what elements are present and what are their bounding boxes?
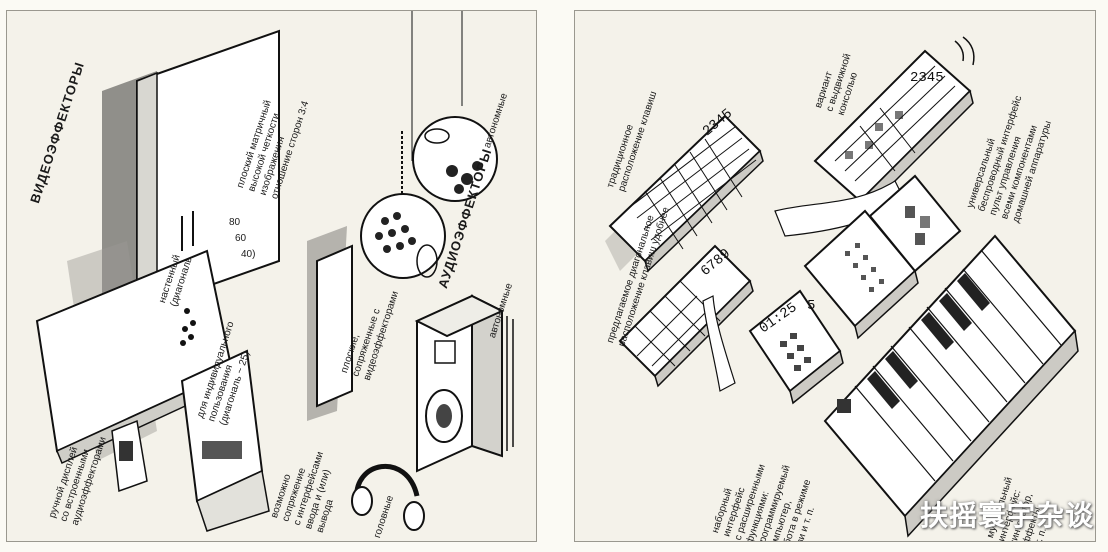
right-illustration: 2345 2345 (605, 36, 1079, 538)
pocket-device (813, 36, 975, 215)
pocket-display: 2345 (910, 70, 944, 86)
handheld-display (111, 419, 148, 493)
diagonal-keypad (618, 244, 754, 388)
small-computer (748, 289, 844, 405)
size-60: 60 (235, 233, 247, 244)
size-80: 80 (229, 217, 241, 228)
watermark: 扶摇寰宇杂谈 (919, 499, 1094, 532)
left-illustration (35, 11, 514, 532)
headphones-icon (351, 464, 425, 531)
size-40: 40) (241, 249, 256, 260)
wall-screen (136, 29, 280, 313)
control-unit (868, 174, 962, 273)
hanging-speakers (360, 11, 498, 279)
traditional-keypad (608, 114, 764, 273)
interface-box (180, 349, 270, 532)
right-panel: 2345 2345 (574, 10, 1096, 542)
small-display-2: 5 (807, 298, 815, 314)
music-keyboard (823, 234, 1079, 538)
flat-speaker (316, 244, 353, 408)
left-panel: ВИДЕОЭФФЕКТОРЫ АУДИОЭФФЕКТОРЫ плоский ма… (6, 10, 537, 542)
floor-speaker (414, 294, 514, 473)
